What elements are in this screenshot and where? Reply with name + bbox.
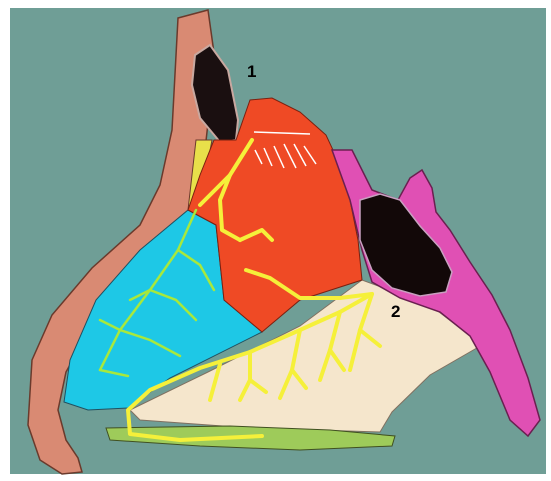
label-2: 2 bbox=[391, 302, 400, 321]
label-1: 1 bbox=[247, 62, 256, 81]
